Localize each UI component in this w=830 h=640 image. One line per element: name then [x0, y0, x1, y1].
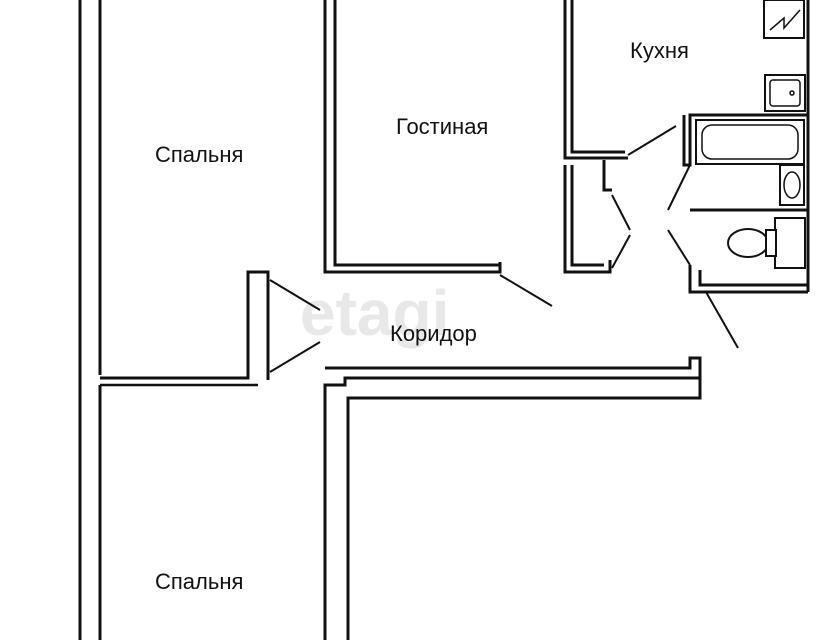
room-label-corridor: Коридор [390, 321, 477, 346]
toilet-icon [727, 217, 806, 269]
living-room-walls [323, 0, 502, 274]
room-label-bedroom-bottom: Спальня [155, 569, 243, 594]
sink-icon [764, 74, 806, 112]
room-label-kitchen: Кухня [630, 38, 689, 63]
stove-icon [763, 0, 805, 39]
corridor-walls [323, 356, 702, 640]
outer-walls [78, 0, 810, 640]
kitchen-walls [563, 0, 808, 294]
room-label-bedroom-top: Спальня [155, 142, 243, 167]
bedroom-top-walls [100, 270, 270, 387]
washbasin-icon [779, 164, 805, 206]
doors [269, 125, 739, 373]
watermark: etagi [300, 277, 449, 349]
bathtub-icon [695, 119, 805, 165]
room-label-living-room: Гостиная [396, 114, 488, 139]
